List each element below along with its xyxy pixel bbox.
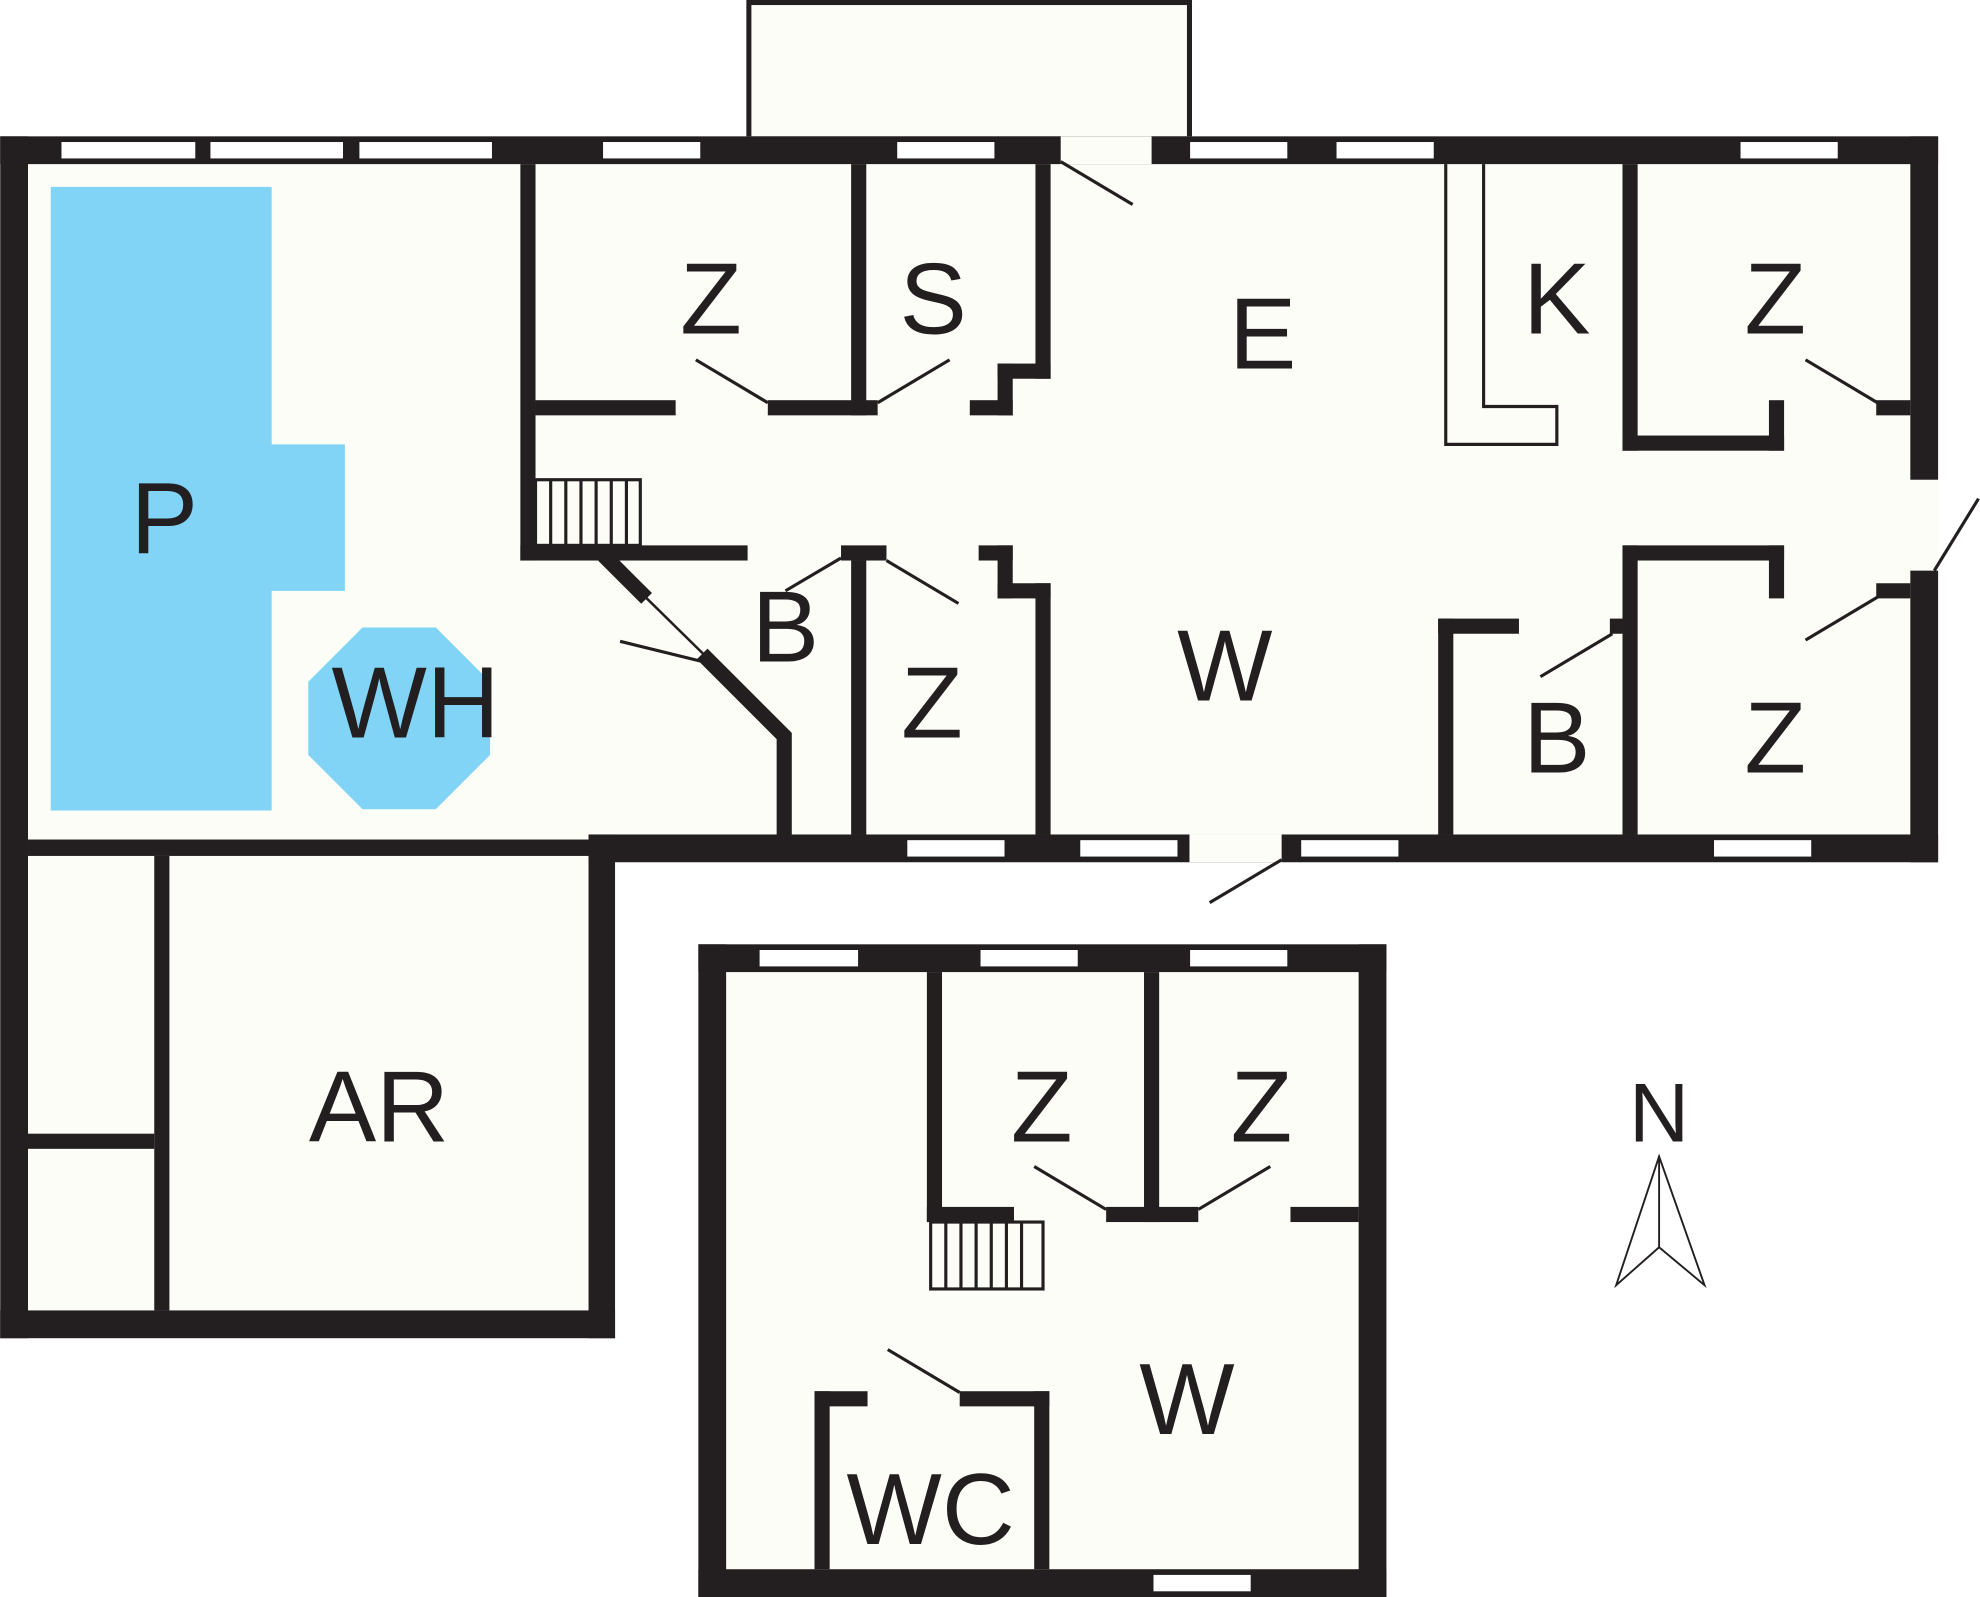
window (979, 948, 1080, 968)
window (1739, 140, 1839, 160)
stairs (929, 1220, 1045, 1291)
main-building (0, 136, 1980, 1339)
room-label-whirlpool: WH (331, 647, 499, 759)
room-label-bedroom: Z (680, 243, 742, 355)
window (1079, 838, 1179, 858)
annex-building (698, 944, 1387, 1597)
window (1712, 838, 1813, 858)
window (1152, 1573, 1252, 1593)
window (895, 140, 996, 160)
kitchen-counter (1444, 164, 1559, 446)
whirlpool-area (308, 627, 491, 810)
window (758, 948, 860, 968)
terrace (746, 0, 1192, 142)
compass-label: N (1629, 1066, 1689, 1159)
room-label-bedroom: Z (901, 647, 963, 759)
room-label-kitchen: K (1523, 243, 1590, 355)
window (358, 140, 494, 160)
window (1299, 838, 1400, 858)
window (1188, 140, 1289, 160)
pool-area (50, 186, 345, 811)
room-label-bedroom: Z (1744, 243, 1806, 355)
door-swings (619, 160, 1980, 905)
room-label-storage: AR (309, 1051, 449, 1163)
window (906, 838, 1006, 858)
room-label-bathroom: B (752, 572, 819, 684)
room-label-sauna: S (900, 243, 967, 355)
room-label-bathroom: B (1523, 683, 1590, 795)
window (1335, 140, 1436, 160)
window (60, 140, 197, 160)
north-arrow-icon: N (1614, 1066, 1707, 1289)
window (1188, 948, 1289, 968)
room-label-living: W (1177, 611, 1272, 723)
room-label-living: W (1139, 1344, 1234, 1456)
room-label-bedroom: Z (1011, 1051, 1073, 1163)
door-swings (886, 1165, 1272, 1394)
room-label-bedroom: Z (1744, 683, 1806, 795)
room-label-toilet: WC (847, 1454, 1015, 1566)
room-label-bedroom: Z (1231, 1051, 1293, 1163)
window (601, 140, 702, 160)
room-label-pool: P (131, 463, 198, 575)
room-label-entrance: E (1229, 279, 1296, 391)
window (209, 140, 345, 160)
